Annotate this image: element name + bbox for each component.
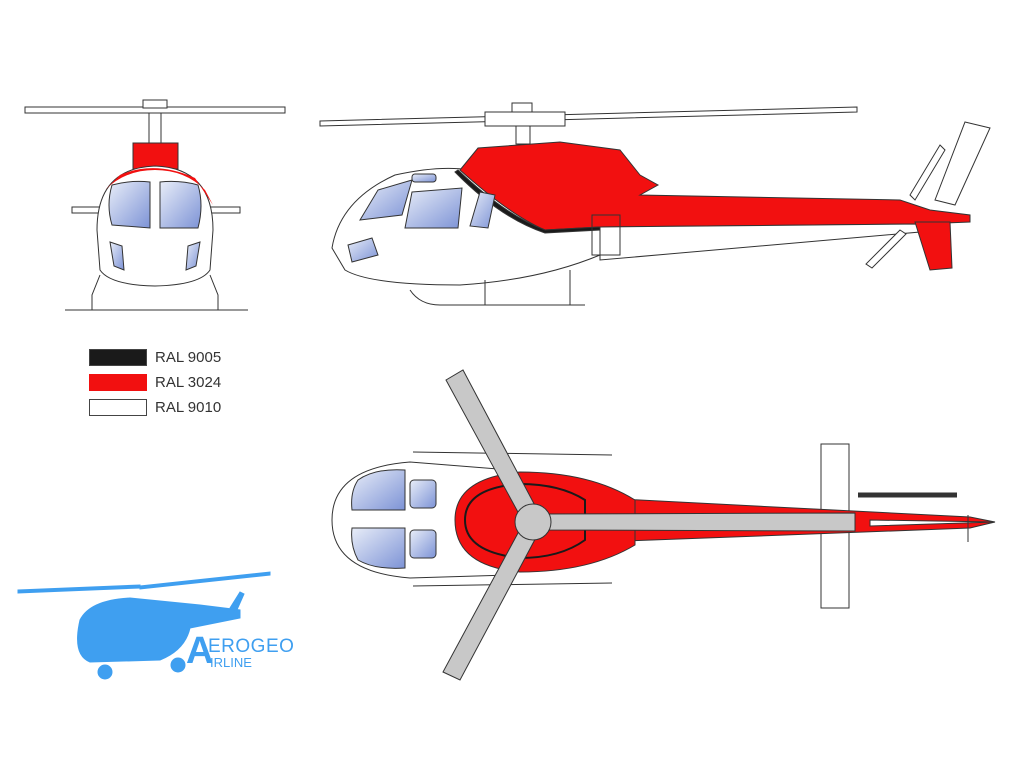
legend-item-white: RAL 9010 [89,395,221,420]
color-legend: RAL 9005 RAL 3024 RAL 9010 [89,345,221,420]
swatch-black [89,349,147,366]
logo-line1: EROGEO [208,636,295,657]
legend-label: RAL 9005 [155,349,222,366]
logo-line2: IRLINE [210,655,252,670]
front-view [24,99,286,311]
legend-item-red: RAL 3024 [89,370,221,395]
legend-label: RAL 3024 [155,374,222,391]
side-view [319,102,991,306]
legend-item-black: RAL 9005 [89,345,221,370]
swatch-red [89,374,147,391]
logo-initial: A [186,630,214,672]
top-view [331,369,996,681]
legend-label: RAL 9010 [155,399,222,416]
swatch-white [89,399,147,416]
aerogeo-logo-icon [17,571,271,680]
